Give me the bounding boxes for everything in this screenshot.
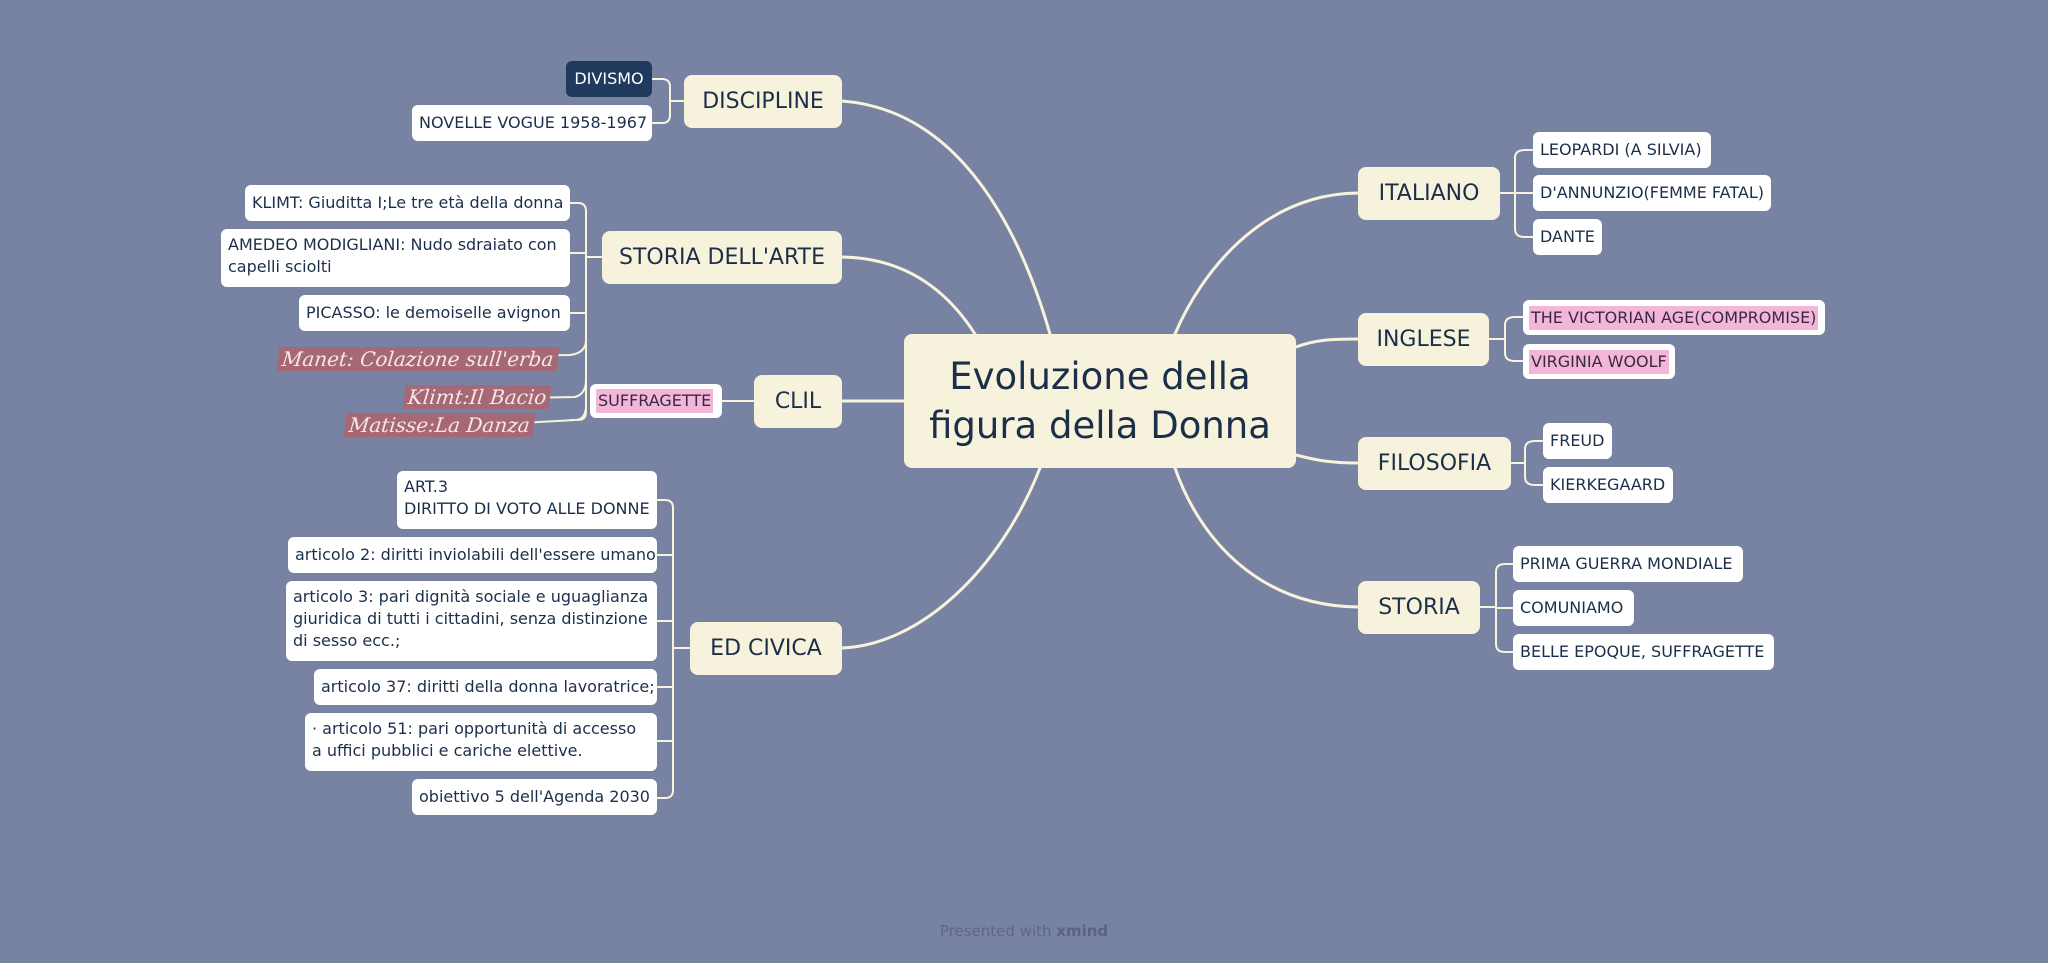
subtopic-suffragette-label: SUFFRAGETTE [596,389,714,413]
central-title-line-2: figura della Donna [929,404,1271,447]
subtopic-picasso[interactable]: PICASSO: le demoiselle avignon [299,295,570,331]
connector-ed-civica [840,466,1042,650]
xmind-logo[interactable]: xmind [1056,922,1109,940]
subtopic-victorian-age[interactable]: THE VICTORIAN AGE(COMPROMISE) [1523,300,1825,335]
subtopic-art3-heading: ART.3 [404,477,449,496]
subtopic-comuniamo-label: COMUNIAMO [1520,598,1624,617]
connector-storia-arte [840,255,977,336]
subtopic-kierkegaard[interactable]: KIERKEGAARD [1543,467,1673,503]
subtopic-articolo-3-label: articolo 3: pari dignità sociale e uguag… [293,587,649,650]
subtopic-articolo-37[interactable]: articolo 37: diritti della donna lavorat… [314,669,657,705]
subtopic-suffragette[interactable]: SUFFRAGETTE [590,384,722,418]
subtopic-novelle-vogue[interactable]: NOVELLE VOGUE 1958-1967 [412,105,652,141]
subtopic-dante-label: DANTE [1540,227,1595,246]
subtopic-modigliani[interactable]: AMEDEO MODIGLIANI: Nudo sdraiato con cap… [221,229,570,287]
subtopic-belle-epoque[interactable]: BELLE EPOQUE, SUFFRAGETTE [1513,634,1774,670]
subtopic-kierkegaard-label: KIERKEGAARD [1550,475,1666,494]
subtopic-virginia-woolf[interactable]: VIRGINIA WOOLF [1523,344,1675,379]
subtopic-leopardi[interactable]: LEOPARDI (A SILVIA) [1533,132,1711,168]
topic-storia-arte-label: STORIA DELL'ARTE [618,245,825,270]
subtopic-freud-label: FREUD [1550,431,1605,450]
subtopic-victorian-age-label: THE VICTORIAN AGE(COMPROMISE) [1529,305,1819,330]
subtopic-leopardi-label: LEOPARDI (A SILVIA) [1540,140,1702,159]
subtopic-articolo-2-label: articolo 2: diritti inviolabili dell'ess… [295,545,656,564]
subtopic-prima-guerra-label: PRIMA GUERRA MONDIALE [1520,554,1733,573]
topic-filosofia-label: FILOSOFIA [1377,451,1492,476]
topic-filosofia[interactable]: FILOSOFIA [1358,437,1511,490]
subtopic-dannunzio[interactable]: D'ANNUNZIO(FEMME FATAL) [1533,175,1771,211]
subtopic-divismo[interactable]: DIVISMO [566,61,652,97]
subtopic-articolo-2[interactable]: articolo 2: diritti inviolabili dell'ess… [288,537,657,573]
subtopic-art3-voto[interactable]: ART.3 DIRITTO DI VOTO ALLE DONNE [397,471,657,529]
connector-filosofia [1294,453,1360,465]
subtopic-prima-guerra[interactable]: PRIMA GUERRA MONDIALE [1513,546,1743,582]
subtopic-articolo-51-label: · articolo 51: pari opportunità di acces… [312,719,637,760]
subtopic-articolo-3[interactable]: articolo 3: pari dignità sociale e uguag… [286,581,657,661]
subtopic-articolo-51[interactable]: · articolo 51: pari opportunità di acces… [305,713,657,771]
topic-storia[interactable]: STORIA [1358,581,1480,634]
subtopic-picasso-label: PICASSO: le demoiselle avignon [306,303,561,322]
connector-italiano [1173,191,1360,336]
subtopic-articolo-37-label: articolo 37: diritti della donna lavorat… [321,677,655,696]
subtopic-modigliani-label: AMEDEO MODIGLIANI: Nudo sdraiato con cap… [228,235,557,276]
topic-inglese[interactable]: INGLESE [1358,313,1489,366]
topic-storia-arte[interactable]: STORIA DELL'ARTE [602,231,842,284]
subtopic-belle-epoque-label: BELLE EPOQUE, SUFFRAGETTE [1520,642,1765,661]
subtopic-klimt[interactable]: KLIMT: Giuditta I;Le tre età della donna [245,185,570,221]
subtopic-comuniamo[interactable]: COMUNIAMO [1513,590,1634,626]
connector-discipline [840,99,1052,336]
subtopic-dannunzio-label: D'ANNUNZIO(FEMME FATAL) [1540,183,1764,202]
topic-discipline-label: DISCIPLINE [702,89,824,114]
topic-storia-label: STORIA [1378,595,1460,620]
handwritten-note-matisse: Matisse:La Danza [343,413,536,437]
central-title-line-1: Evoluzione della [949,355,1251,398]
topic-ed-civica[interactable]: ED CIVICA [690,622,842,675]
connector-inglese [1294,337,1360,349]
subtopic-divismo-label: DIVISMO [574,69,644,88]
subtopic-virginia-woolf-label: VIRGINIA WOOLF [1529,349,1669,374]
topic-italiano-label: ITALIANO [1378,181,1480,206]
topic-italiano[interactable]: ITALIANO [1358,167,1500,220]
topic-clil-label: CLIL [774,389,822,414]
footer-credit: Presented with xmind [0,922,2048,940]
connector-storia [1173,466,1360,609]
handwritten-note-klimt: Klimt:Il Bacio [402,385,552,409]
subtopic-dante[interactable]: DANTE [1533,219,1602,255]
topic-ed-civica-label: ED CIVICA [710,636,822,661]
topic-inglese-label: INGLESE [1376,327,1471,352]
topic-discipline[interactable]: DISCIPLINE [684,75,842,128]
subtopic-freud[interactable]: FREUD [1543,423,1612,459]
handwritten-note-manet: Manet: Colazione sull'erba [276,347,559,371]
subtopic-novelle-vogue-label: NOVELLE VOGUE 1958-1967 [419,113,648,132]
subtopic-agenda-2030-label: obiettivo 5 dell'Agenda 2030 [419,787,650,806]
topic-clil[interactable]: CLIL [754,375,842,428]
footer-prefix: Presented with [939,922,1052,940]
subtopic-art3-text: DIRITTO DI VOTO ALLE DONNE [404,499,650,518]
subtopic-klimt-label: KLIMT: Giuditta I;Le tre età della donna [252,193,564,212]
subtopic-agenda-2030[interactable]: obiettivo 5 dell'Agenda 2030 [412,779,657,815]
central-topic[interactable]: Evoluzione della figura della Donna [904,334,1296,468]
